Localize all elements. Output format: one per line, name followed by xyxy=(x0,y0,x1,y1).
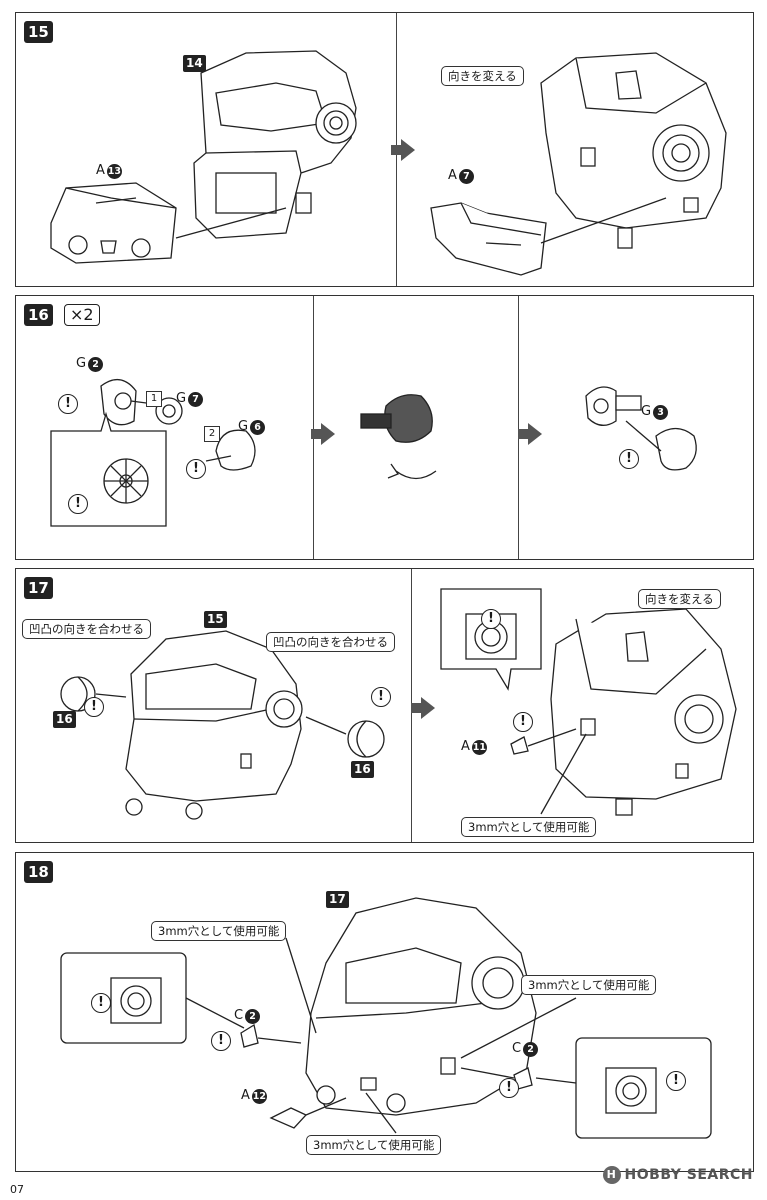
step-16-illustration xyxy=(50,379,697,527)
step-17-panel: 17 xyxy=(15,568,754,843)
sub-assembly-number: 16 xyxy=(351,761,374,778)
part-letter: G xyxy=(238,419,249,434)
part-number-badge: 2 xyxy=(523,1041,539,1057)
step-arrow xyxy=(518,423,542,445)
caution-icon: ! xyxy=(371,687,391,707)
part-letter: C xyxy=(512,1041,522,1056)
caution-icon: ! xyxy=(619,449,639,469)
part-number-badge: 13 xyxy=(106,163,122,179)
step-number: 17 xyxy=(24,577,53,599)
callout-rotate: 向きを変える xyxy=(441,66,524,86)
watermark-logo-icon: H xyxy=(602,1166,621,1184)
part-number-badge: 7 xyxy=(188,391,204,407)
part-letter: G xyxy=(76,356,87,371)
part-number-badge: 3 xyxy=(653,404,669,420)
caution-icon: ! xyxy=(58,394,78,414)
caution-icon: ! xyxy=(499,1078,519,1098)
part-number-badge: 7 xyxy=(458,168,474,184)
ref-part-number: 15 xyxy=(204,611,227,628)
ref-part-number: 17 xyxy=(326,891,349,908)
order-marker-1: 1 xyxy=(146,391,162,407)
part-letter: A xyxy=(461,739,470,754)
callout-align-left: 凹凸の向きを合わせる xyxy=(22,619,151,639)
part-letter: A xyxy=(241,1088,250,1103)
step-number: 18 xyxy=(24,861,53,883)
divider xyxy=(313,296,314,559)
callout-hole-bottom: 3mm穴として使用可能 xyxy=(306,1135,442,1155)
caution-icon: ! xyxy=(68,494,88,514)
step-arrow xyxy=(411,697,435,719)
quantity-multiplier: ×2 xyxy=(64,304,100,326)
step-arrow xyxy=(311,423,335,445)
part-number-badge: 6 xyxy=(250,419,266,435)
part-letter: A xyxy=(96,163,105,178)
part-number-badge: 12 xyxy=(251,1088,267,1104)
caution-icon: ! xyxy=(91,993,111,1013)
part-letter: C xyxy=(234,1008,244,1023)
step-number: 15 xyxy=(24,21,53,43)
watermark: H HOBBY SEARCH xyxy=(602,1166,753,1184)
part-number-badge: 2 xyxy=(88,356,104,372)
divider xyxy=(518,296,519,559)
ref-part-number: 14 xyxy=(183,55,206,72)
callout-hole-top: 3mm穴として使用可能 xyxy=(151,921,287,941)
part-number-badge: 11 xyxy=(471,739,487,755)
part-letter: G xyxy=(176,391,187,406)
caution-icon: ! xyxy=(513,712,533,732)
step-18-illustration xyxy=(60,897,712,1139)
order-marker-2: 2 xyxy=(204,426,220,442)
callout-hole: 3mm穴として使用可能 xyxy=(461,817,597,837)
step-16-panel: 16 ×2 xyxy=(15,295,754,560)
caution-icon: ! xyxy=(84,697,104,717)
sub-assembly-number: 16 xyxy=(53,711,76,728)
caution-icon: ! xyxy=(186,459,206,479)
step-arrow xyxy=(391,139,415,161)
page-number: 07 xyxy=(10,1183,24,1196)
part-number-badge: 2 xyxy=(245,1008,261,1024)
caution-icon: ! xyxy=(211,1031,231,1051)
step-18-panel: 18 xyxy=(15,852,754,1172)
part-letter: A xyxy=(448,168,457,183)
callout-hole-right: 3mm穴として使用可能 xyxy=(521,975,657,995)
step-15-panel: 15 xyxy=(15,12,754,287)
step-15-illustration xyxy=(50,50,727,276)
step-number: 16 xyxy=(24,304,53,326)
callout-align-mid: 凹凸の向きを合わせる xyxy=(266,632,395,652)
caution-icon: ! xyxy=(666,1071,686,1091)
part-letter: G xyxy=(641,404,652,419)
caution-icon: ! xyxy=(481,609,501,629)
step-17-illustration xyxy=(60,588,737,820)
callout-rotate: 向きを変える xyxy=(638,589,721,609)
watermark-text: HOBBY SEARCH xyxy=(624,1167,753,1183)
